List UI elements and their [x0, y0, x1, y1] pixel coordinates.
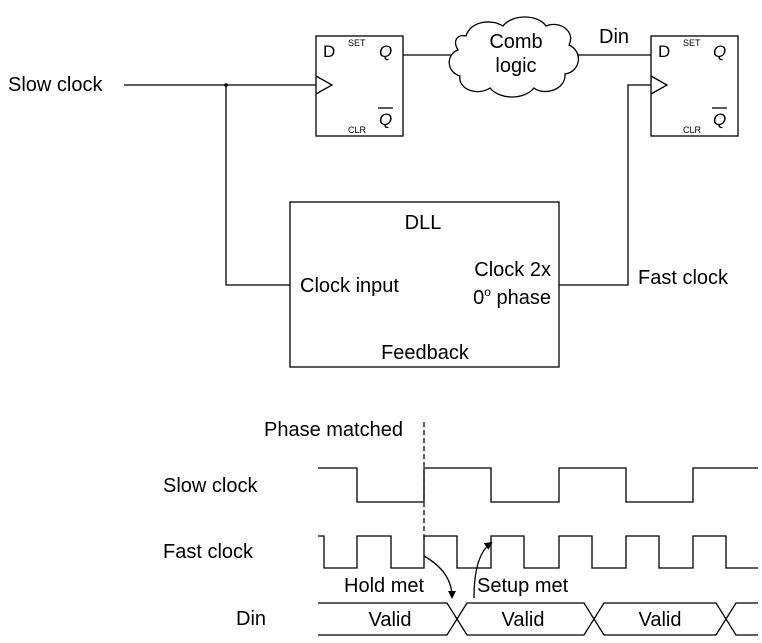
svg-text:Q: Q: [379, 110, 392, 129]
slow-clock-input-label: Slow clock: [8, 74, 103, 96]
svg-text:CLR: CLR: [348, 125, 367, 135]
svg-text:Q: Q: [713, 42, 726, 61]
dll-output-label-line1: Clock 2x: [474, 259, 551, 281]
timing-diagram: Phase matched Slow clock Fast clock Hold…: [163, 419, 758, 636]
svg-text:Q: Q: [379, 42, 392, 61]
setup-met-label: Setup met: [477, 575, 569, 597]
fast-clock-output-label: Fast clock: [638, 267, 729, 289]
din-valid-3: Valid: [639, 609, 682, 631]
din-bus-lower-edge: [318, 602, 758, 636]
svg-text:SET: SET: [683, 38, 701, 48]
slow-clock-to-dll-wire: [225, 85, 290, 286]
slow-clock-waveform: [318, 467, 758, 503]
svg-text:D: D: [658, 42, 670, 61]
din-waveform-label: Din: [236, 608, 266, 630]
hold-met-label: Hold met: [344, 575, 424, 597]
dll-clock-input-label: Clock input: [300, 275, 399, 297]
slow-clock-waveform-label: Slow clock: [163, 475, 258, 497]
fast-clock-waveform-label: Fast clock: [163, 541, 254, 563]
schematic: Slow clock D SET CLR Q Q Comb logic Din: [8, 16, 739, 368]
dll-title: DLL: [405, 212, 442, 234]
comb-logic-label-line2: logic: [495, 55, 536, 77]
svg-text:Q: Q: [713, 110, 726, 129]
din-label: Din: [599, 26, 629, 48]
svg-text:D: D: [323, 42, 335, 61]
din-valid-2: Valid: [502, 609, 545, 631]
comb-logic-label-line1: Comb: [489, 31, 542, 53]
fast-clock-waveform: [318, 535, 758, 569]
dll-output-label-line2: 0o phase: [473, 285, 551, 309]
hold-met-arrow: [423, 555, 456, 599]
dll-feedback-label: Feedback: [381, 342, 470, 364]
dll-block: DLL Clock input Clock 2x 0o phase Feedba…: [289, 201, 560, 368]
fast-clock-wire: [559, 84, 651, 286]
comb-logic-cloud: Comb logic: [448, 16, 579, 98]
svg-text:CLR: CLR: [683, 125, 702, 135]
flip-flop-1: D SET CLR Q Q: [315, 35, 404, 137]
setup-met-arrow: [473, 541, 493, 599]
phase-matched-label: Phase matched: [264, 419, 403, 441]
din-valid-1: Valid: [369, 609, 412, 631]
svg-text:SET: SET: [348, 38, 366, 48]
flip-flop-2: D SET CLR Q Q: [650, 35, 739, 137]
